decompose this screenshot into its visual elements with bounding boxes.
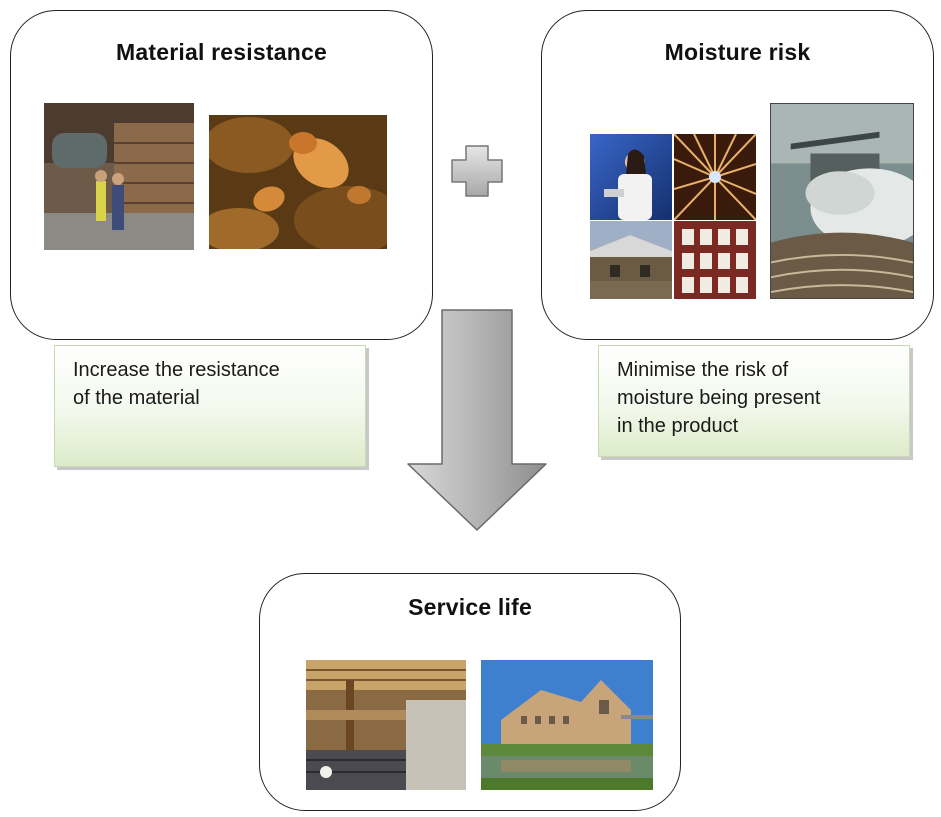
lab-photo <box>590 134 672 220</box>
material-resistance-note: Increase the resistance of the material <box>54 345 366 467</box>
material-note-line-1: Increase the resistance <box>73 359 280 381</box>
moisture-note-line-1: Minimise the risk of <box>617 359 789 381</box>
material-resistance-box: Material resistance <box>10 10 433 340</box>
barn-photo <box>590 221 672 299</box>
down-arrow-icon <box>407 309 547 531</box>
pier-storm-photo <box>770 103 914 299</box>
service-life-title: Service life <box>408 594 532 620</box>
moisture-risk-note: Minimise the risk of moisture being pres… <box>598 345 910 457</box>
moisture-note-line-2: moisture being present <box>617 387 821 409</box>
moisture-risk-box: Moisture risk <box>541 10 934 340</box>
timber-interior-photo <box>306 660 466 790</box>
plus-icon <box>451 145 503 197</box>
material-note-line-2: of the material <box>73 387 200 409</box>
moisture-note-line-3: in the product <box>617 415 739 437</box>
brick-facade-photo <box>674 221 756 299</box>
material-resistance-title: Material resistance <box>116 39 327 65</box>
service-life-box: Service life <box>259 573 681 811</box>
termite-photo <box>209 115 387 249</box>
moisture-risk-title: Moisture risk <box>664 39 811 65</box>
timber-building-photo <box>481 660 653 790</box>
roof-timber-photo <box>674 134 756 220</box>
timber-yard-photo <box>44 103 194 250</box>
